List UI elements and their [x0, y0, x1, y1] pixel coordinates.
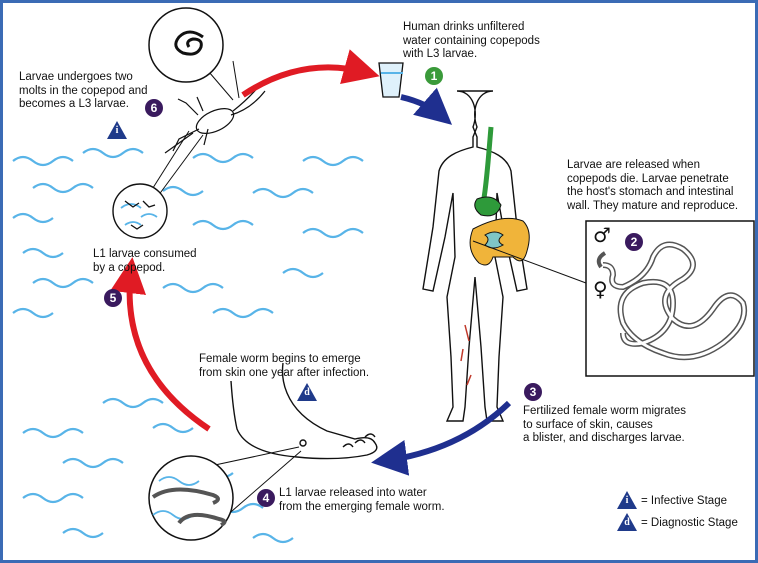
diagram-artwork	[12, 7, 755, 544]
l3-larva-magnifier	[148, 7, 240, 101]
l1-release-magnifier	[148, 446, 302, 541]
legend-diagnostic-label: = Diagnostic Stage	[641, 517, 738, 529]
copepod-drawing	[164, 80, 266, 154]
arrow-glass-to-mouth	[400, 87, 453, 125]
infective-stage-marker: i	[107, 121, 127, 139]
step5-badge: 5	[104, 289, 122, 307]
emergence-text: Female worm begins to emerge from skin o…	[199, 353, 370, 379]
digestive-tract	[469, 126, 530, 266]
legend-diagnostic-icon: d	[617, 513, 637, 531]
arrow-water-to-copepod	[110, 257, 211, 432]
legend-infective-icon: i	[617, 491, 637, 509]
step2-text: Larvae are released when copepods die. L…	[567, 159, 739, 212]
step4-badge: 4	[257, 489, 275, 507]
male-symbol: ♂	[593, 223, 611, 247]
step6-badge: 6	[145, 99, 163, 117]
adult-worms-box	[472, 220, 755, 377]
arrow-copepod-to-human	[241, 49, 380, 98]
water-glass	[378, 62, 404, 98]
step6-text: Larvae undergoes two molts in the copepo…	[19, 71, 148, 110]
legend-infective-label: = Infective Stage	[641, 495, 727, 507]
step3-badge: 3	[524, 383, 542, 401]
step1-text: Human drinks unfiltered water containing…	[403, 21, 540, 60]
step2-badge: 2	[625, 233, 643, 251]
step5-text: L1 larvae consumed by a copepod.	[93, 248, 197, 274]
leg-worm-track	[460, 324, 472, 386]
arrow-body-to-foot	[371, 400, 512, 476]
step1-badge: 1	[425, 67, 443, 85]
step4-text: L1 larvae released into water from the e…	[279, 487, 445, 513]
water-waves	[12, 147, 364, 544]
female-symbol: ♀	[593, 277, 608, 301]
step3-text: Fertilized female worm migrates to surfa…	[523, 405, 686, 444]
l1-larvae-magnifier	[112, 130, 204, 239]
diagnostic-stage-marker: d	[297, 383, 317, 401]
